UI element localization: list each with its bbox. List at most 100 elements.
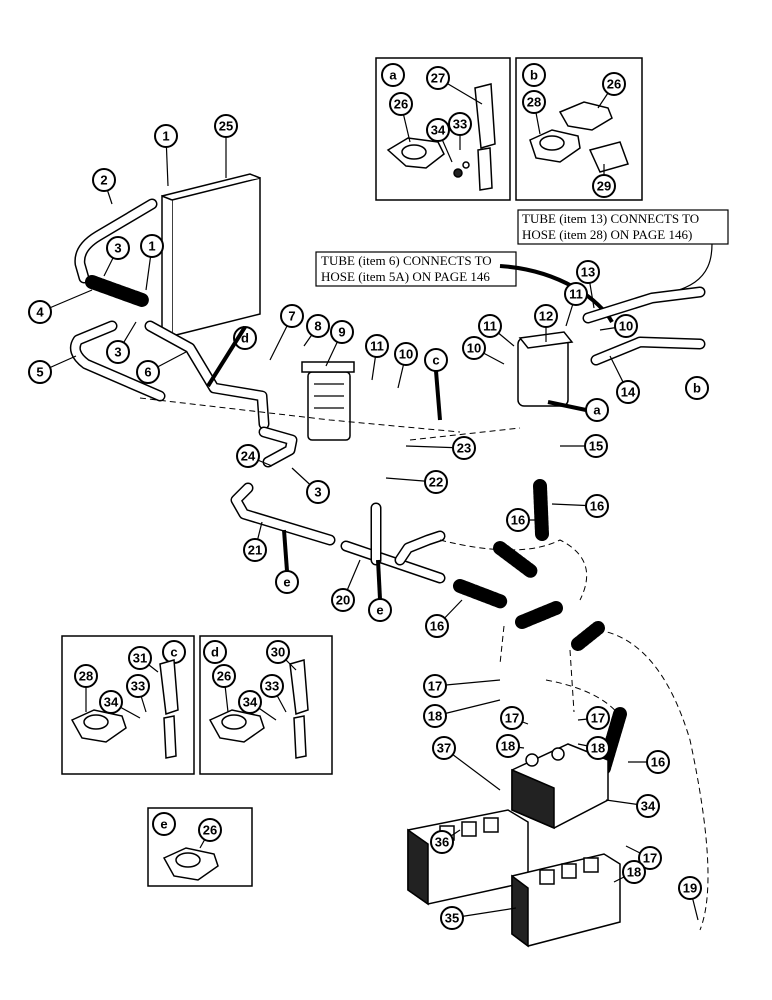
- tube-13: [582, 286, 706, 324]
- callout-number: 34: [641, 799, 656, 814]
- tube-upper-lines: [258, 426, 298, 468]
- callout-number: 36: [435, 835, 449, 850]
- ref-e-tee: e: [368, 598, 392, 622]
- callout-15: 15: [584, 434, 608, 458]
- valve-bank-36: [407, 809, 529, 906]
- callout-number: 10: [619, 319, 633, 334]
- note-tube6: TUBE (item 6) CONNECTS TO HOSE (item 5A)…: [315, 251, 517, 287]
- callout-20: 20: [331, 588, 355, 612]
- callout-14: 14: [616, 380, 640, 404]
- callout-18: 18: [622, 860, 646, 884]
- callout-10: 10: [614, 314, 638, 338]
- callout-number: 22: [429, 475, 443, 490]
- note-tube13: TUBE (item 13) CONNECTS TO HOSE (item 28…: [517, 209, 729, 245]
- callout-number: 24: [241, 449, 256, 464]
- hoses-16: [453, 479, 627, 775]
- callout-11: 11: [564, 282, 588, 306]
- callout-5: 5: [28, 360, 52, 384]
- note-tube6-line1: TUBE (item 6) CONNECTS TO: [321, 253, 492, 268]
- callout-number: 26: [217, 669, 231, 684]
- callout-number: 28: [79, 669, 93, 684]
- callout-number: 3: [114, 345, 121, 360]
- ref-c-label: c: [432, 353, 439, 368]
- callout-number: 33: [453, 117, 467, 132]
- routing-lines: [139, 397, 709, 931]
- detail-label-a: a: [389, 68, 397, 83]
- callout-10: 10: [394, 342, 418, 366]
- callout-23: 23: [452, 436, 476, 460]
- callout-number: 10: [467, 341, 481, 356]
- note-tube6-line2: HOSE (item 5A) ON PAGE 146: [321, 269, 490, 284]
- tube-14: [590, 336, 706, 366]
- callout-16: 16: [425, 614, 449, 638]
- callout-8: 8: [306, 314, 330, 338]
- callout-number: 27: [431, 71, 445, 86]
- ref-d-label: d: [241, 331, 249, 346]
- detail-box-b: b: [515, 57, 643, 201]
- callout-number: 11: [370, 339, 384, 354]
- callout-26: 26: [212, 664, 236, 688]
- callout-number: 21: [248, 543, 262, 558]
- callout-number: 9: [338, 325, 345, 340]
- callout-number: 7: [288, 309, 295, 324]
- callout-34: 34: [636, 794, 660, 818]
- callout-1: 1: [140, 234, 164, 258]
- callout-number: 34: [104, 695, 119, 710]
- detail-box-a: a: [375, 57, 511, 201]
- callout-22: 22: [424, 470, 448, 494]
- tube-21: [230, 482, 336, 546]
- callout-35: 35: [440, 906, 464, 930]
- callout-26: 26: [389, 92, 413, 116]
- callout-17: 17: [638, 846, 662, 870]
- callout-9: 9: [330, 320, 354, 344]
- callout-31: 31: [128, 646, 152, 670]
- callout-number: 3: [114, 241, 121, 256]
- callout-12: 12: [534, 304, 558, 328]
- callout-17: 17: [586, 706, 610, 730]
- tube-5: [69, 320, 166, 402]
- callout-18: 18: [586, 736, 610, 760]
- callout-34: 34: [238, 690, 262, 714]
- ref-a-label: a: [593, 403, 601, 418]
- callout-16: 16: [646, 750, 670, 774]
- callout-11: 11: [478, 314, 502, 338]
- callout-number: 17: [505, 711, 519, 726]
- callout-number: 8: [314, 319, 321, 334]
- callout-3: 3: [106, 236, 130, 260]
- callout-28: 28: [74, 664, 98, 688]
- hose-4: [85, 275, 149, 307]
- callout-7: 7: [280, 304, 304, 328]
- callout-number: 17: [591, 711, 605, 726]
- detail-label-e: e: [160, 817, 167, 832]
- callout-number: 29: [597, 179, 611, 194]
- callout-24: 24: [236, 444, 260, 468]
- callout-number: 20: [336, 593, 350, 608]
- callout-number: 18: [428, 709, 442, 724]
- callout-28: 28: [522, 90, 546, 114]
- callout-11: 11: [365, 334, 389, 358]
- callout-number: 31: [133, 651, 147, 666]
- callout-number: 17: [428, 679, 442, 694]
- callout-33: 33: [448, 112, 472, 136]
- callout-33: 33: [260, 674, 284, 698]
- callout-number: 18: [627, 865, 641, 880]
- detail-box-d: d: [199, 635, 333, 775]
- callout-19: 19: [678, 876, 702, 900]
- callout-number: 17: [643, 851, 657, 866]
- detail-box-c: c: [61, 635, 195, 775]
- callout-6: 6: [136, 360, 160, 384]
- callout-2: 2: [92, 168, 116, 192]
- ref-e-tube21: e: [275, 570, 299, 594]
- ref-e-tee-label: e: [376, 603, 383, 618]
- valve-bank-35: [511, 853, 621, 948]
- callout-number: 13: [581, 265, 595, 280]
- callout-10: 10: [462, 336, 486, 360]
- callout-number: 19: [683, 881, 697, 896]
- callout-number: 5: [36, 365, 43, 380]
- callout-number: 35: [445, 911, 459, 926]
- filter-12: [517, 331, 574, 407]
- detail-label-d: d: [211, 645, 219, 660]
- callout-34: 34: [426, 118, 450, 142]
- callout-number: 10: [399, 347, 413, 362]
